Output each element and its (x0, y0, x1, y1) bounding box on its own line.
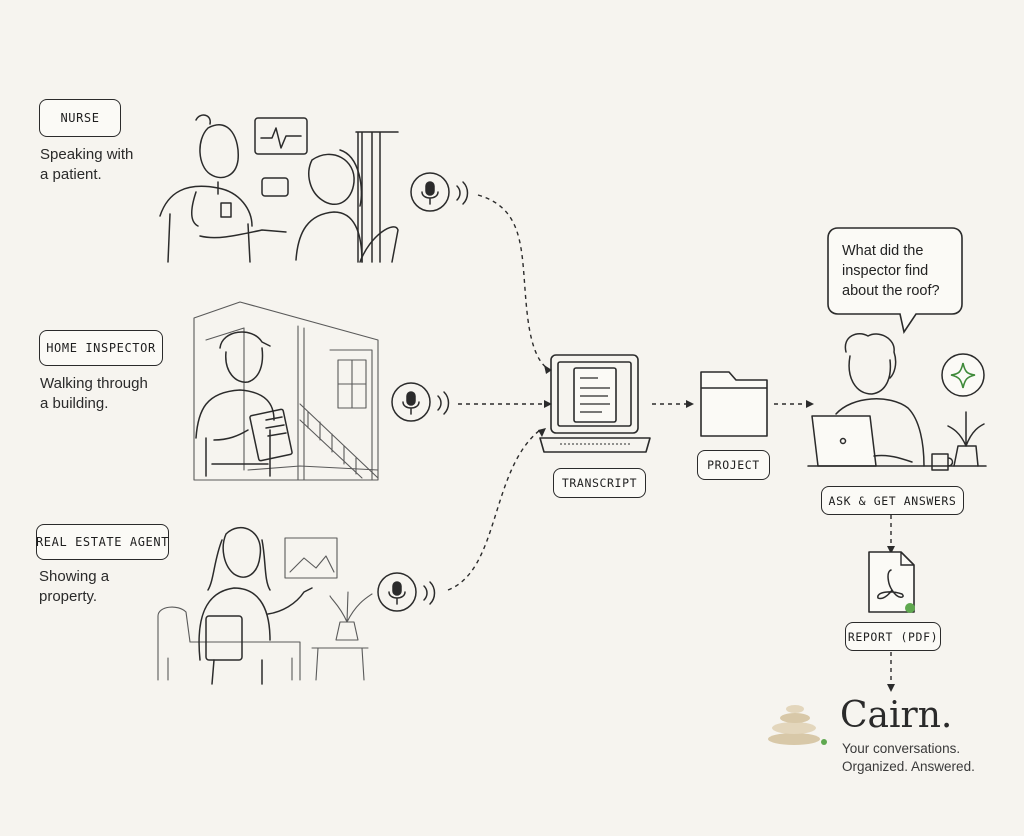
cairn-logo-icon (768, 705, 827, 745)
sparkle-icon (941, 353, 985, 397)
microphone-icon (377, 572, 436, 612)
question-line2: inspector find (842, 263, 929, 279)
connector-agent (447, 429, 541, 591)
real-estate-illustration (157, 537, 373, 681)
microphone-icon (391, 382, 450, 422)
brand-name: Cairn. (840, 695, 953, 736)
tag-nurse: NURSE (39, 99, 121, 137)
brand-tagline-line2: Organized. Answered. (842, 759, 975, 774)
speech-bubble (827, 227, 963, 335)
project-label: PROJECT (697, 450, 770, 480)
folder-icon (700, 371, 768, 437)
caption-inspector-line2: a building. (40, 395, 109, 412)
ask-answers-label: ASK & GET ANSWERS (821, 486, 964, 515)
caption-inspector-line1: Walking through (40, 375, 148, 392)
brand-tagline-line1: Your conversations. (842, 741, 961, 756)
real-estate-agent-person (198, 526, 313, 685)
nurse-illustration (159, 114, 399, 263)
connector-nurse (477, 194, 551, 371)
home-inspector-person (195, 331, 293, 477)
laptop-icon (539, 354, 651, 453)
caption-agent-line2: property. (39, 588, 98, 605)
question-line1: What did the (842, 243, 924, 259)
caption-nurse-line2: a patient. (40, 166, 102, 183)
person-with-laptop-illustration (807, 332, 987, 471)
home-inspector-illustration (193, 301, 379, 481)
caption-nurse-line1: Speaking with (40, 146, 134, 163)
tag-real-estate-agent: REAL ESTATE AGENT (36, 524, 169, 560)
transcript-label: TRANSCRIPT (553, 468, 646, 498)
caption-agent-line1: Showing a (39, 568, 110, 585)
pdf-icon (868, 551, 915, 613)
report-pdf-label: REPORT (PDF) (845, 622, 941, 651)
question-line3: about the roof? (842, 283, 940, 299)
tag-home-inspector: HOME INSPECTOR (39, 330, 163, 366)
microphone-icon (410, 172, 469, 212)
